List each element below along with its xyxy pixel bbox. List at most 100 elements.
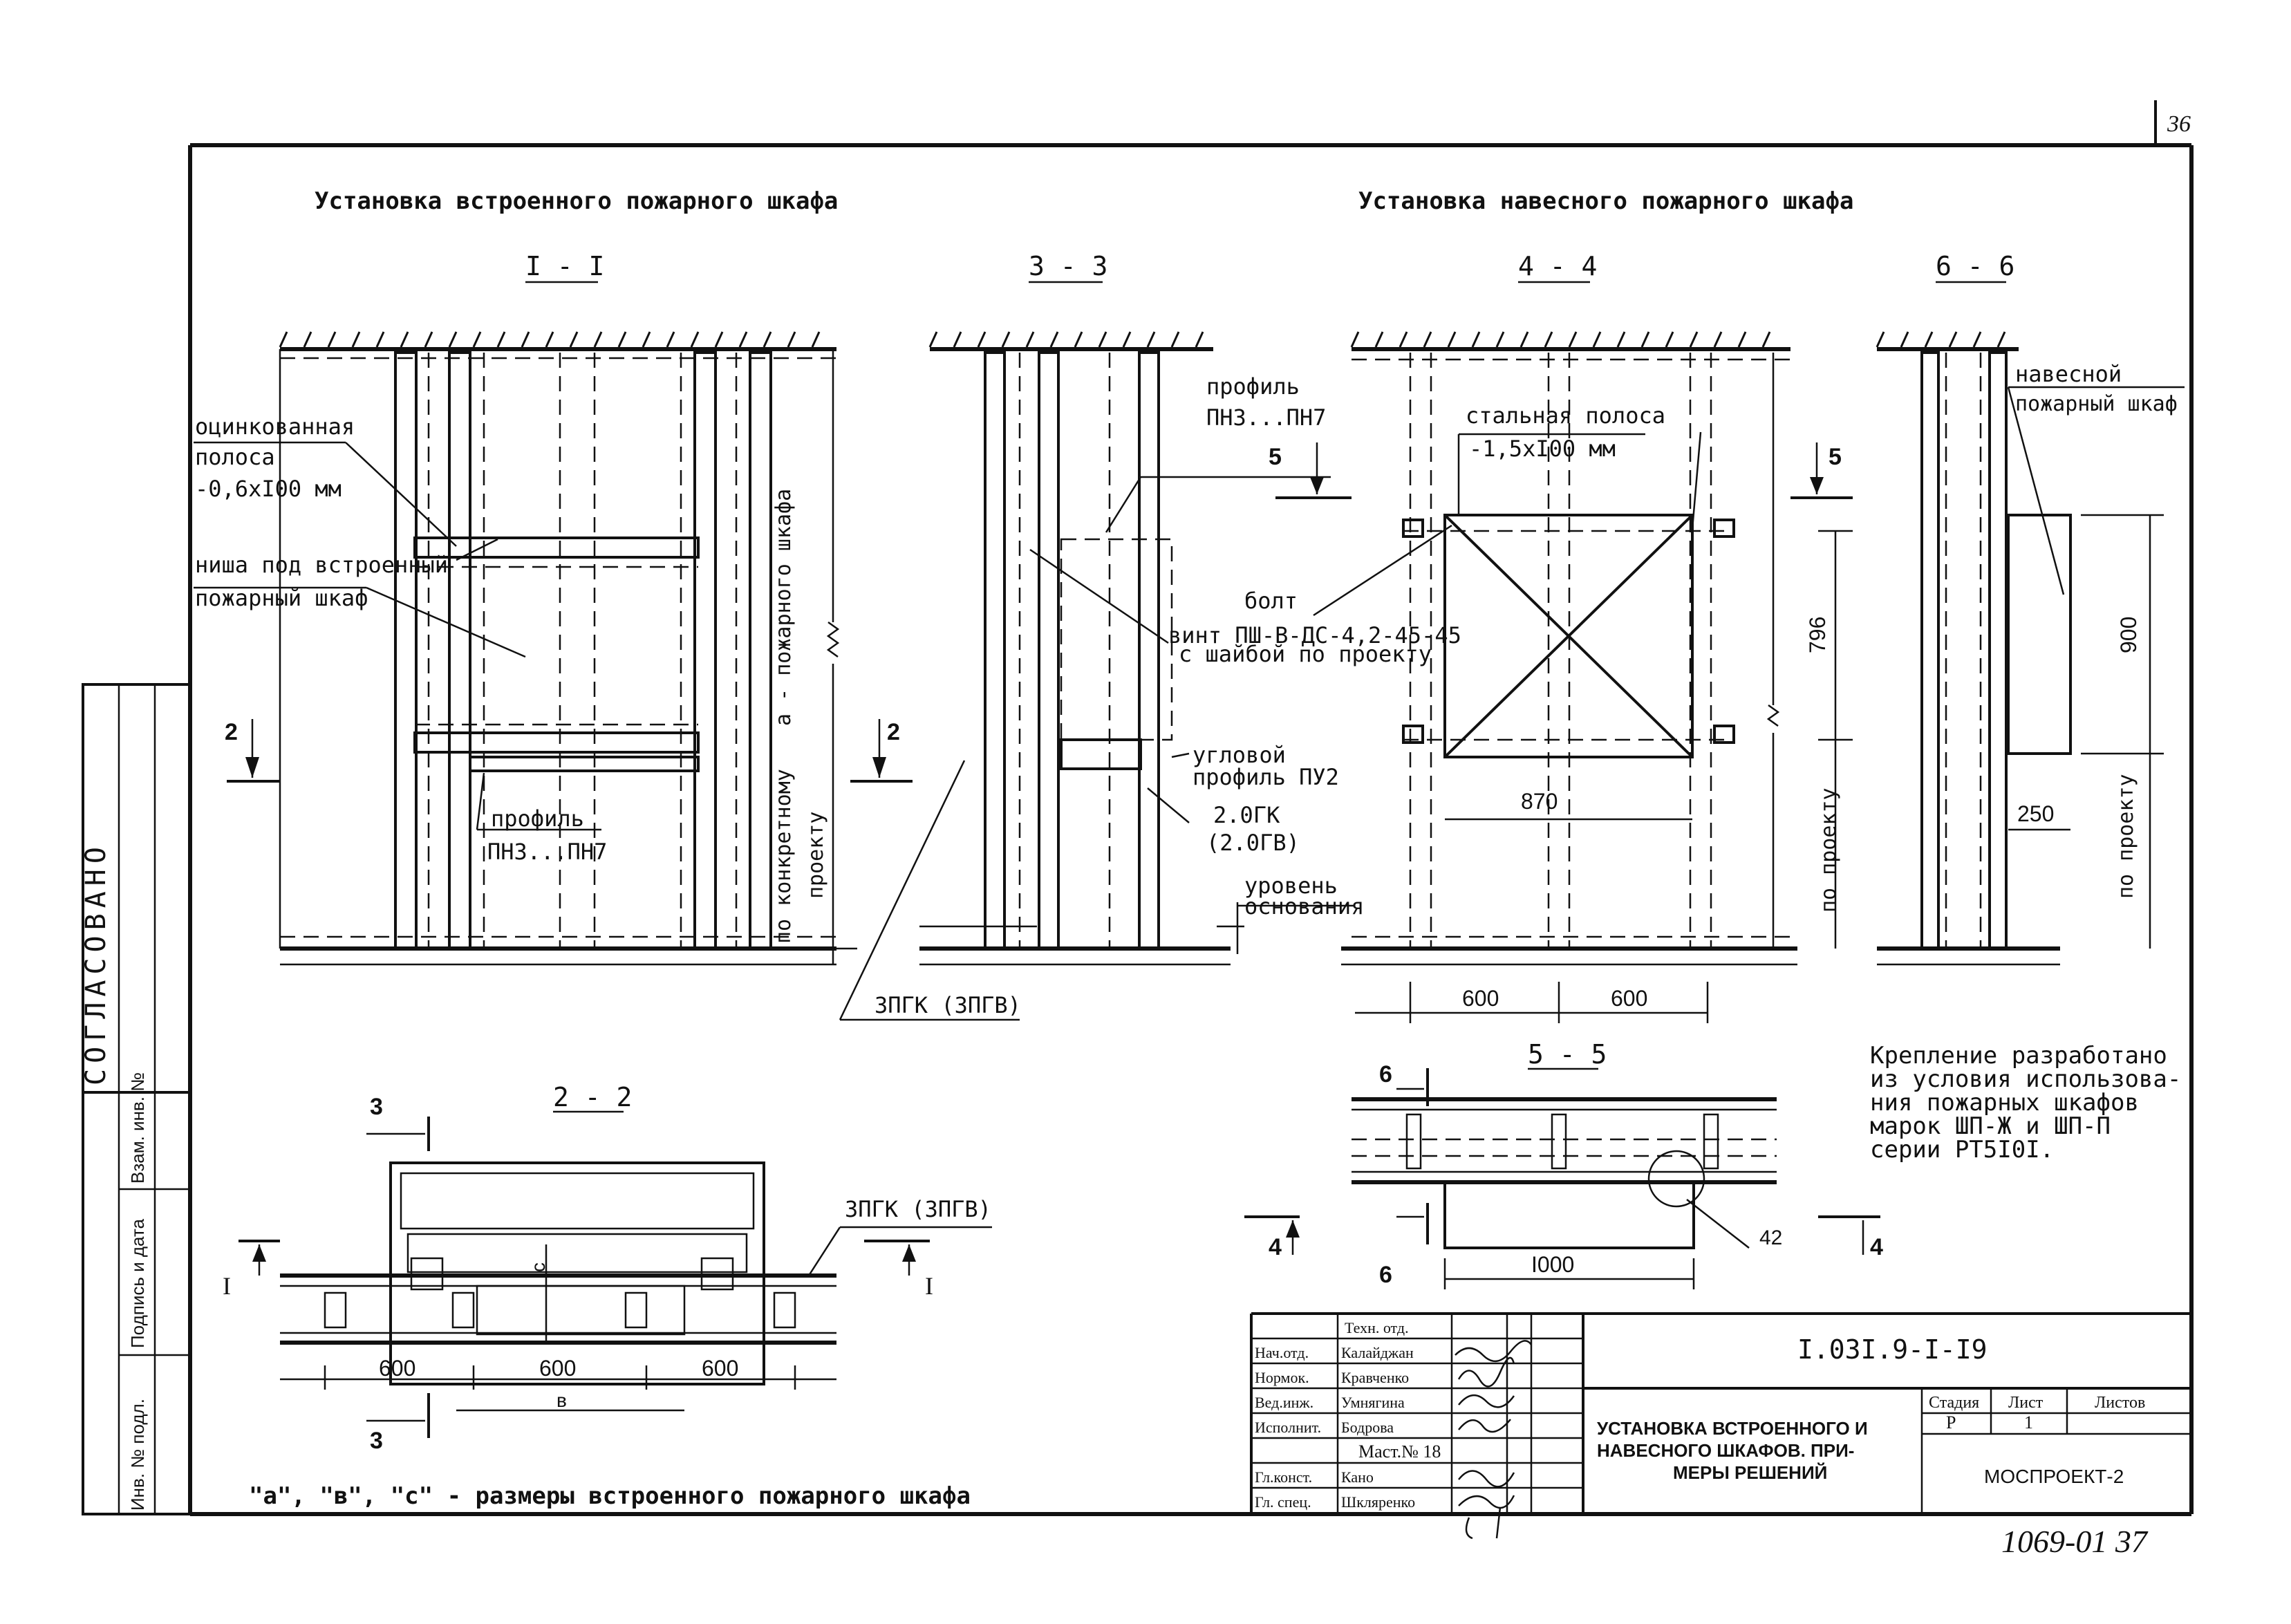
dim-870: 870	[1521, 789, 1558, 814]
cut-marker-6	[1396, 1068, 1429, 1244]
cut-2-right: 2	[887, 719, 900, 745]
agreed-stamp: СОГЛАСОВАНО	[80, 841, 112, 1085]
section-1-1-drawing	[279, 331, 857, 966]
note-line-5: серии РТ5I0I.	[1870, 1136, 2054, 1164]
cut-marker-4	[1244, 1215, 1880, 1255]
zinc-strip-label-2: полоса	[195, 444, 275, 470]
section-4-4-drawing	[1341, 331, 1797, 966]
doc-title-3: МЕРЫ РЕШЕНИЙ	[1673, 1462, 1827, 1483]
page-number: 36	[2167, 111, 2191, 137]
dim-600-4-4-right: 600	[1611, 986, 1647, 1011]
tb-row-0-role: Техн. отд.	[1345, 1319, 1409, 1336]
gk3-label-b: 3ПГК (3ПГВ)	[845, 1196, 991, 1222]
cut-5-left: 5	[1269, 444, 1282, 470]
tb-row-2-role: Нормок.	[1255, 1369, 1309, 1386]
bolt-label: болт	[1244, 588, 1298, 614]
inv-orig-label: Инв. № подл.	[127, 1399, 148, 1511]
tb-row-6-role: Гл.конст.	[1255, 1468, 1312, 1486]
tb-row-5-name: Маст.№ 18	[1358, 1441, 1441, 1462]
title-block	[1250, 1312, 2191, 1514]
sheet-header: Лист	[2008, 1394, 2044, 1412]
cut-marker-1	[239, 1240, 930, 1276]
section-2-2-drawing	[280, 1161, 836, 1385]
sheet-value: 1	[2024, 1412, 2033, 1432]
profile-a-label-1: профиль	[491, 805, 584, 832]
niche-label-1: ниша под встроенный	[195, 552, 448, 578]
section-6-6-drawing	[1876, 331, 2072, 966]
vert-label-project-4-4: по проекту	[1817, 787, 1841, 913]
tb-row-4-role: Исполнит.	[1255, 1419, 1321, 1436]
cut-6-bottom: 6	[1379, 1262, 1392, 1288]
tb-row-1-role: Нач.отд.	[1255, 1344, 1309, 1361]
steel-strip-label-2: -1,5xI00 мм	[1469, 436, 1616, 462]
doc-code: I.03I.9-I-I9	[1797, 1334, 1988, 1365]
cut-1-left: I	[223, 1272, 231, 1300]
cut-marker-2	[227, 719, 913, 783]
inv-replace-label: Взам. инв. №	[127, 1072, 148, 1184]
dim-600-2-2-b: 600	[539, 1356, 576, 1381]
niche-label-2: пожарный шкаф	[195, 585, 368, 611]
dim-1000: I000	[1531, 1252, 1574, 1277]
tb-row-2-name: Кравченко	[1341, 1369, 1409, 1386]
dim-600-2-2-c: 600	[702, 1356, 738, 1381]
section-label-1-1: I - I	[525, 251, 604, 281]
zinc-strip-label-1: оцинкованная	[195, 413, 355, 440]
hanging-cabinet-label-1: навесной	[2015, 361, 2122, 387]
vert-label-concrete: по конкретному	[772, 769, 796, 944]
vert-label-a: а - пожарного шкафа	[772, 489, 796, 726]
tb-row-7-role: Гл. спец.	[1255, 1493, 1311, 1511]
level-label-2: основания	[1244, 893, 1364, 920]
tb-row-7-name: Шкляренко	[1341, 1493, 1415, 1511]
footnote: "а", "в", "с" - размеры встроенного пожа…	[249, 1482, 971, 1510]
cut-marker-3	[366, 1117, 430, 1438]
dim-796: 796	[1805, 617, 1830, 653]
section-3-3-drawing	[919, 331, 1244, 966]
tb-row-3-name: Умнягина	[1341, 1394, 1405, 1411]
cut-5-right: 5	[1829, 444, 1842, 470]
note-line-1: Крепление разработано	[1870, 1042, 2167, 1070]
screw-label-1: винт ПШ-В-ДС-4,2-45-45	[1168, 622, 1461, 648]
left-margin-stamp	[82, 683, 191, 1515]
dim-600-2-2-a: 600	[379, 1356, 415, 1381]
corner-label-1: угловой	[1193, 742, 1286, 768]
dim-42: 42	[1759, 1226, 1782, 1249]
cut-1-right: I	[925, 1272, 933, 1300]
stage-header: Стадия	[1929, 1394, 1979, 1412]
tb-row-3-role: Вед.инж.	[1255, 1394, 1313, 1411]
steel-strip-label-1: стальная полоса	[1466, 402, 1665, 429]
note-line-2: из условия использова-	[1870, 1065, 2181, 1093]
tb-row-4-name: Бодрова	[1341, 1419, 1394, 1436]
zinc-strip-label-3: -0,6xI00 мм	[195, 476, 342, 502]
archive-number: 1069-01 37	[2001, 1524, 2149, 1559]
section-label-6-6: 6 - 6	[1936, 251, 2014, 281]
cut-marker-5	[1275, 442, 1853, 499]
doc-title-1: УСТАНОВКА ВСТРОЕННОГО И	[1597, 1418, 1868, 1439]
vert-label-project: проекту	[804, 812, 828, 899]
doc-title-2: НАВЕСНОГО ШКАФОВ. ПРИ-	[1597, 1440, 1854, 1461]
tb-row-1-name: Калайджан	[1341, 1344, 1414, 1361]
gk3-label-a: 3ПГК (3ПГВ)	[875, 992, 1021, 1018]
hanging-cabinet-label-2: пожарный шкаф	[2015, 392, 2178, 416]
section-label-5-5: 5 - 5	[1528, 1039, 1607, 1070]
note-line-4: марок ШП-Ж и ШП-П	[1870, 1112, 2111, 1140]
profile-b-label-1: профиль	[1206, 373, 1300, 400]
dim-c: с	[527, 1262, 549, 1272]
section-label-4-4: 4 - 4	[1518, 251, 1597, 281]
gk2-label-1: 2.0ГК	[1213, 802, 1280, 828]
cut-4-right: 4	[1870, 1234, 1883, 1260]
dim-250: 250	[2017, 801, 2054, 826]
dim-900: 900	[2116, 617, 2141, 653]
signatures	[1455, 1340, 1533, 1540]
section-5-5-drawing	[1352, 1097, 1777, 1249]
title-builtin: Установка встроенного пожарного шкафа	[315, 187, 838, 215]
cut-2-left: 2	[225, 719, 238, 745]
profile-a-label-2: ПН3...ПН7	[487, 839, 607, 865]
organization: МОСПРОЕКТ-2	[1984, 1466, 2124, 1487]
section-label-3-3: 3 - 3	[1029, 251, 1107, 281]
dim-v: в	[557, 1390, 567, 1411]
stage-value: Р	[1946, 1412, 1956, 1432]
profile-b-label-2: ПН3...ПН7	[1206, 404, 1326, 431]
corner-label-2: профиль ПУ2	[1193, 764, 1339, 790]
screw-label-2: с шайбой по проекту	[1179, 641, 1432, 667]
cut-4-left: 4	[1269, 1234, 1282, 1260]
